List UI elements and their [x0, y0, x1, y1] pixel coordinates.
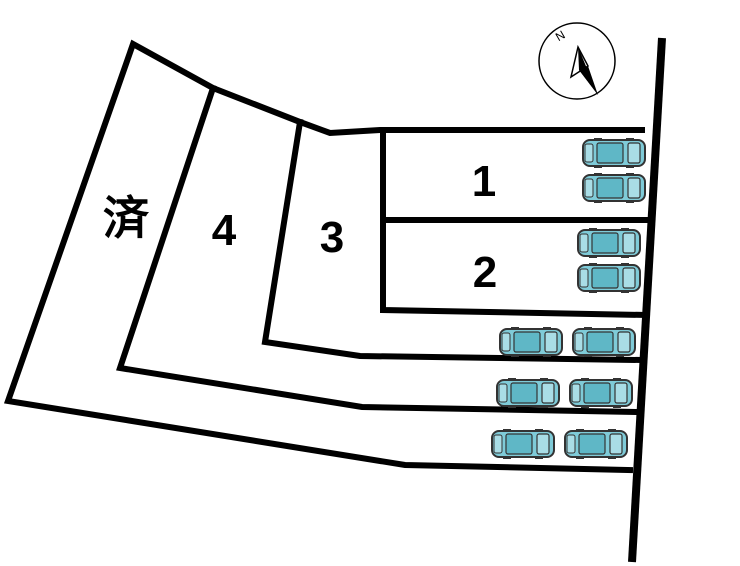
road-boundary	[628, 37, 666, 563]
parking-car-2-1	[577, 227, 641, 259]
lot-label-2: 2	[473, 248, 497, 297]
lot-divider-sold-4	[116, 84, 641, 416]
parking-car-4-2	[569, 377, 633, 409]
parking-car-1-2	[582, 172, 646, 204]
north-compass-icon: N	[538, 22, 616, 100]
parking-car-3-1	[499, 326, 563, 358]
parking-car-5-1	[491, 428, 555, 460]
parking-car-5-2	[564, 428, 628, 460]
parking-car-4-1	[496, 377, 560, 409]
lot-divider-4-3	[261, 118, 644, 364]
parking-car-3-2	[572, 326, 636, 358]
lot-label-3: 3	[320, 213, 344, 262]
lot-label-sold: 済	[103, 191, 150, 245]
parking-car-2-2	[577, 262, 641, 294]
lot-label-4: 4	[212, 206, 237, 255]
parking-car-1-1	[582, 137, 646, 169]
lot-label-1: 1	[472, 157, 496, 206]
lot-divider-3-12	[380, 127, 649, 319]
